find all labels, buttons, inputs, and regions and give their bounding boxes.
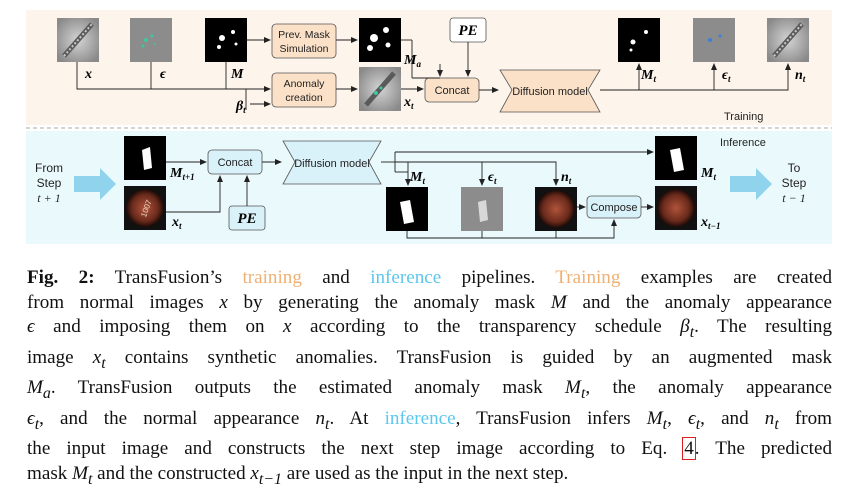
label-Mt-out-inf: Mt: [700, 166, 716, 182]
svg-text:Diffusion model: Diffusion model: [512, 86, 588, 98]
training-pe-box: PE: [449, 17, 487, 43]
image-x-screw: [57, 18, 99, 62]
image-epst-inf: [461, 187, 503, 231]
label-Mt: Mt: [640, 68, 656, 84]
image-Mt-inf-mask: [386, 187, 428, 231]
training-arrows: [76, 37, 791, 110]
inference-arrows: [166, 149, 654, 239]
caption-line-8: mask Mt and the constructed xt−1 are use…: [27, 463, 569, 488]
prev-mask-simulation-box: Prev. Mask Simulation: [271, 23, 337, 59]
from-step-label-2: Step: [37, 176, 62, 190]
caption-line-2: from normal images x by generating the a…: [27, 291, 832, 313]
to-step-arrow: [730, 168, 772, 200]
label-nt-inf: nt: [561, 170, 572, 186]
caption-line-7: the input image and constructs the next …: [27, 437, 832, 461]
caption-line-4: image xt contains synthetic anomalies. T…: [27, 346, 832, 372]
from-step-label: From: [35, 161, 63, 175]
svg-text:PE: PE: [237, 211, 256, 227]
equation-reference-link[interactable]: 4: [682, 437, 696, 461]
pipeline-figure: x ϵ M Ma βt xt Mt ϵt nt Training Prev. M…: [26, 10, 832, 244]
image-xt-screw: [359, 67, 401, 111]
inference-diffusion-box: Diffusion model: [282, 140, 382, 185]
to-step-label-3: t − 1: [782, 191, 805, 205]
caption-line-3: ϵ and imposing them on x according to th…: [27, 316, 832, 342]
from-step-arrow: [74, 168, 116, 200]
training-link-1: training: [242, 267, 302, 288]
svg-text:PE: PE: [458, 23, 477, 39]
inference-link-2: inference: [384, 407, 456, 429]
svg-text:Concat: Concat: [218, 157, 253, 169]
label-Ma: Ma: [403, 53, 421, 69]
svg-text:Compose: Compose: [590, 202, 637, 214]
label-Mt1: Mt+1: [169, 166, 195, 182]
training-link-2: Training: [555, 267, 621, 288]
to-step-label: To: [788, 161, 801, 175]
image-xt-hazelnut: 1007: [124, 186, 166, 230]
caption-line-6: ϵt, and the normal appearance nt. At inf…: [27, 407, 833, 433]
label-xt: xt: [403, 95, 414, 111]
image-nt-screw-out: [767, 18, 809, 62]
inference-panel-label: Inference: [720, 137, 766, 149]
label-Mt-inf: Mt: [409, 170, 425, 186]
label-nt: nt: [795, 68, 806, 84]
svg-text:Simulation: Simulation: [279, 43, 328, 55]
inference-pe-box: PE: [228, 205, 266, 231]
label-M: M: [230, 67, 244, 82]
inference-link-1: inference: [370, 267, 442, 288]
caption-line-5: Ma. TransFusion outputs the estimated an…: [27, 377, 833, 403]
image-xt1-hazelnut: [655, 186, 697, 230]
image-Mt-mask-out: [618, 18, 660, 62]
svg-text:Anomaly: Anomaly: [284, 78, 326, 90]
training-panel-label: Training: [724, 111, 763, 123]
compose-box: Compose: [586, 195, 642, 219]
label-xt1-inf: xt−1: [700, 215, 720, 231]
label-x: x: [84, 67, 92, 82]
training-concat-box: Concat: [424, 77, 480, 103]
label-epst-inf: ϵt: [488, 170, 497, 186]
svg-text:Prev. Mask: Prev. Mask: [278, 29, 330, 41]
image-Mt-out-inf-mask: [655, 136, 697, 180]
image-nt-hazelnut: [535, 187, 577, 231]
caption-line-1: Fig. 2: TransFusion’s training and infer…: [27, 267, 833, 288]
label-xt-inf: xt: [171, 215, 182, 231]
label-epst: ϵt: [722, 68, 731, 84]
svg-text:creation: creation: [285, 92, 323, 104]
svg-text:Diffusion model: Diffusion model: [294, 158, 370, 170]
figure-caption: Fig. 2: TransFusion’s training and infer…: [27, 266, 832, 493]
image-M-mask: [205, 18, 247, 62]
training-diffusion-box: Diffusion model: [499, 69, 601, 113]
anomaly-creation-box: Anomaly creation: [271, 72, 337, 108]
image-eps-noise: [130, 18, 172, 62]
to-step-label-2: Step: [782, 176, 807, 190]
label-eps: ϵ: [160, 67, 167, 82]
inference-concat-box: Concat: [207, 149, 263, 175]
svg-text:Concat: Concat: [435, 85, 470, 97]
image-Mt1-mask: [124, 136, 166, 180]
image-Ma-mask: [359, 18, 401, 62]
from-step-label-3: t + 1: [37, 191, 60, 205]
image-epst-out: [693, 18, 735, 62]
label-beta: βt: [235, 99, 246, 115]
